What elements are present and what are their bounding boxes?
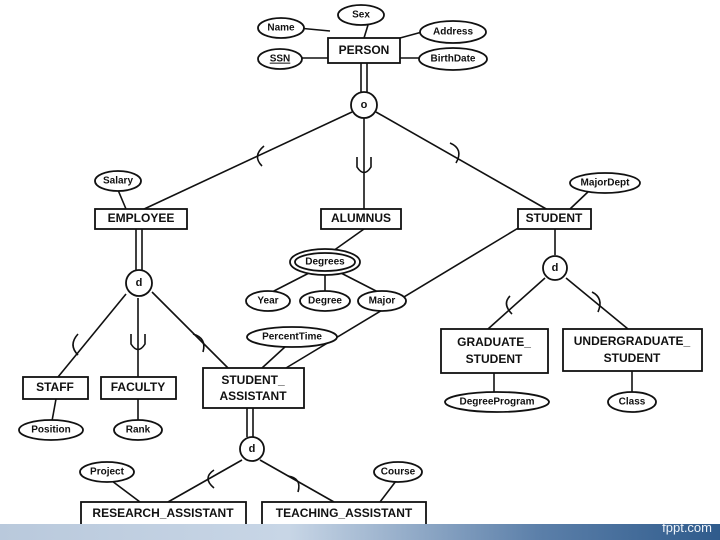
subset-symbol (449, 142, 460, 164)
attribute-majordept: MajorDept (569, 172, 641, 194)
svg-text:ASSISTANT: ASSISTANT (219, 389, 287, 403)
entity-student-assistant: STUDENT_ ASSISTANT (202, 367, 305, 409)
attribute-project: Project (79, 461, 135, 483)
svg-text:GRADUATE_: GRADUATE_ (457, 335, 531, 349)
svg-text:Year: Year (257, 296, 278, 307)
svg-text:Name: Name (267, 23, 295, 34)
entity-undergraduate-student: UNDERGRADUATE_ STUDENT (562, 328, 703, 372)
entity-research-assistant: RESEARCH_ASSISTANT (80, 501, 247, 527)
attribute-class: Class (607, 391, 657, 413)
attribute-name: Name (257, 17, 305, 39)
attribute-salary: Salary (94, 170, 142, 192)
svg-text:EMPLOYEE: EMPLOYEE (108, 211, 175, 225)
entity-staff: STAFF (22, 376, 89, 400)
svg-text:STUDENT: STUDENT (526, 211, 583, 225)
attribute-percenttime: PercentTime (246, 326, 338, 348)
attribute-birthdate: BirthDate (418, 47, 488, 71)
svg-text:RESEARCH_ASSISTANT: RESEARCH_ASSISTANT (92, 506, 234, 520)
constraint-disjoint-employee-circle: d (125, 269, 153, 297)
entity-alumnus: ALUMNUS (320, 208, 402, 230)
svg-text:Course: Course (381, 467, 416, 478)
svg-text:d: d (552, 262, 559, 274)
subset-symbol (256, 145, 265, 167)
subset-symbol (130, 334, 146, 351)
brand-watermark: fppt.com (662, 520, 712, 535)
constraint-disjoint-student-circle: d (542, 255, 568, 281)
attribute-rank: Rank (113, 419, 163, 441)
svg-text:d: d (249, 443, 256, 455)
svg-text:MajorDept: MajorDept (581, 178, 631, 189)
entity-person: PERSON (327, 37, 401, 64)
svg-text:o: o (361, 99, 368, 111)
entity-faculty: FACULTY (100, 376, 177, 400)
subset-symbol (72, 333, 79, 356)
entity-teaching-assistant: TEACHING_ASSISTANT (261, 501, 427, 527)
attribute-year: Year (245, 290, 291, 312)
constraint-overlap-circle: o (350, 91, 378, 119)
attribute-sex: Sex (337, 4, 385, 26)
svg-text:FACULTY: FACULTY (111, 380, 165, 394)
svg-text:PercentTime: PercentTime (262, 332, 322, 343)
svg-text:Class: Class (619, 397, 646, 408)
svg-text:Degrees: Degrees (305, 257, 345, 268)
svg-text:STUDENT: STUDENT (604, 351, 661, 365)
svg-text:Address: Address (433, 27, 473, 38)
svg-text:BirthDate: BirthDate (430, 54, 475, 65)
svg-text:UNDERGRADUATE_: UNDERGRADUATE_ (574, 334, 691, 348)
svg-text:Project: Project (90, 467, 125, 478)
subset-symbol (356, 157, 372, 174)
subset-symbol (505, 295, 513, 315)
entity-employee: EMPLOYEE (94, 208, 188, 230)
attribute-degree: Degree (299, 290, 351, 312)
entity-graduate-student: GRADUATE_ STUDENT (440, 328, 549, 374)
footer-band (0, 524, 720, 540)
subset-symbol (192, 333, 205, 353)
attribute-major: Major (357, 290, 407, 312)
svg-text:Salary: Salary (103, 176, 133, 187)
svg-text:Position: Position (31, 425, 70, 436)
svg-text:STUDENT: STUDENT (466, 352, 523, 366)
subset-symbol (287, 475, 300, 493)
attribute-address: Address (419, 20, 487, 44)
subset-symbol (207, 469, 215, 489)
svg-text:STUDENT_: STUDENT_ (221, 373, 285, 387)
svg-text:TEACHING_ASSISTANT: TEACHING_ASSISTANT (276, 506, 413, 520)
svg-text:DegreeProgram: DegreeProgram (459, 397, 534, 408)
subset-symbol (591, 291, 601, 313)
svg-text:Major: Major (369, 296, 396, 307)
svg-text:PERSON: PERSON (339, 43, 390, 57)
constraint-disjoint-assistant-circle: d (239, 436, 265, 462)
entity-student: STUDENT (517, 208, 592, 230)
svg-text:SSN: SSN (270, 54, 291, 65)
attribute-degreeprogram: DegreeProgram (444, 391, 550, 413)
attribute-position: Position (18, 419, 84, 441)
svg-text:Sex: Sex (352, 10, 370, 21)
attribute-degrees-multivalued: Degrees (289, 248, 361, 276)
svg-text:Rank: Rank (126, 425, 151, 436)
svg-text:d: d (136, 277, 143, 289)
svg-text:Degree: Degree (308, 296, 342, 307)
attribute-course: Course (373, 461, 423, 483)
subset-symbols (72, 142, 601, 493)
svg-text:STAFF: STAFF (36, 380, 74, 394)
attribute-ssn: SSN (257, 48, 303, 70)
svg-text:ALUMNUS: ALUMNUS (331, 211, 391, 225)
